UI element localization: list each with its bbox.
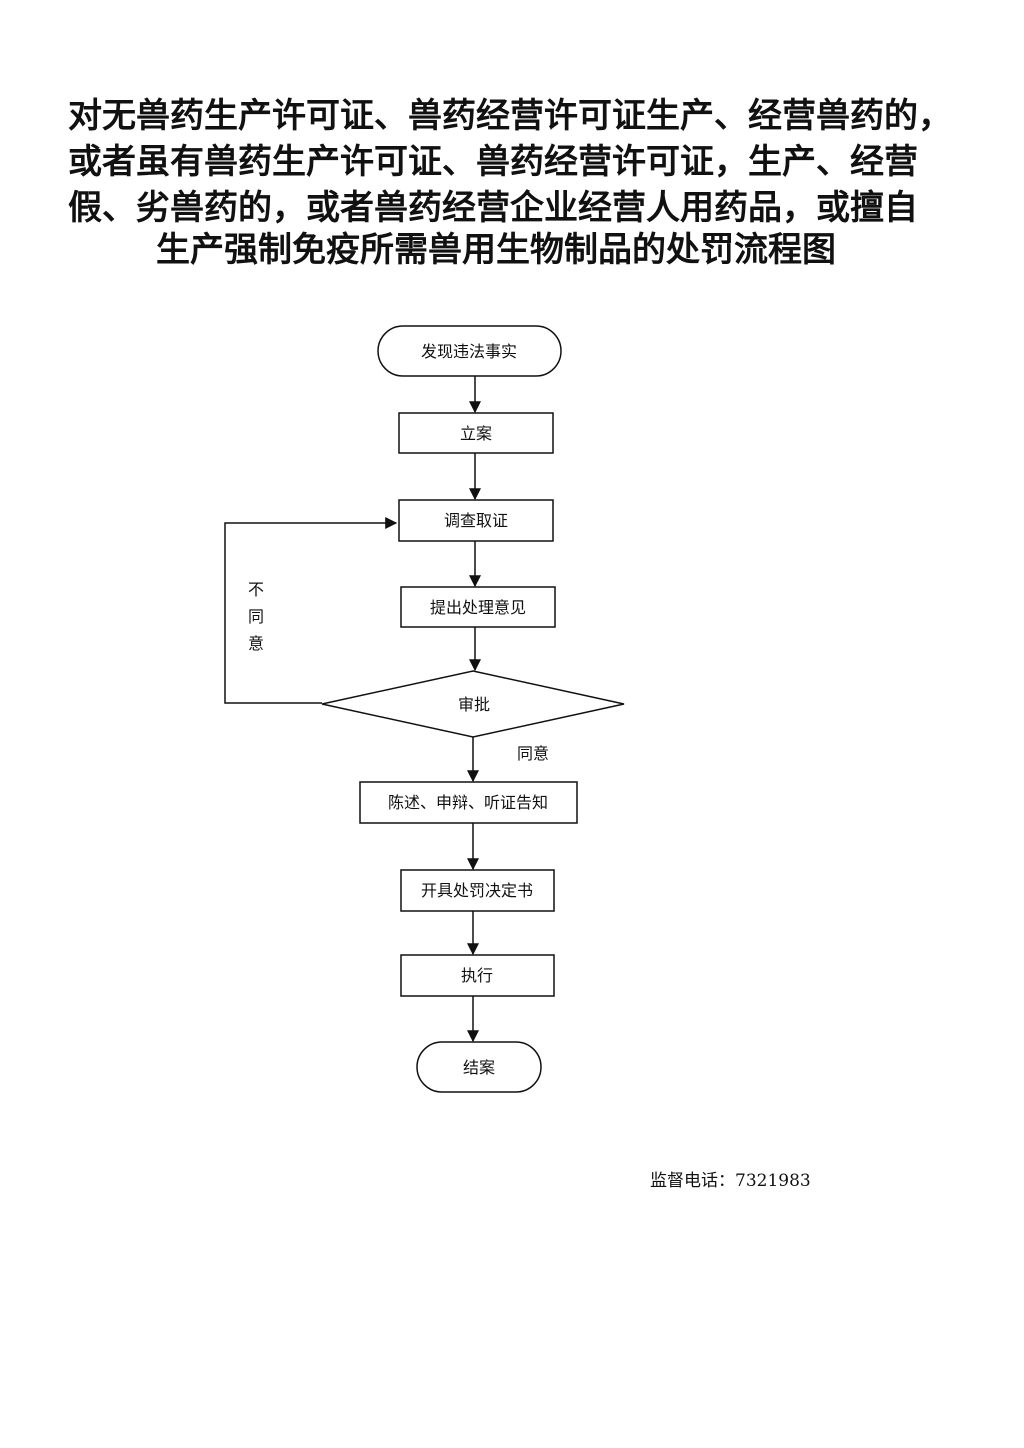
node-discover: 发现违法事实 bbox=[377, 325, 562, 377]
node-file-case-label: 立案 bbox=[460, 424, 492, 443]
node-execute-label: 执行 bbox=[461, 966, 493, 985]
node-opinion: 提出处理意见 bbox=[400, 586, 556, 628]
node-investigate: 调查取证 bbox=[398, 499, 554, 542]
edge-label-disagree-1: 不 bbox=[248, 580, 264, 599]
node-notify: 陈述、申辩、听证告知 bbox=[359, 781, 578, 824]
edge-label-disagree-2: 同 bbox=[248, 607, 264, 626]
edge-label-agree: 同意 bbox=[517, 744, 549, 763]
title-line-1: 对无兽药生产许可证、兽药经营许可证生产、经营兽药的， bbox=[68, 96, 952, 136]
node-approval-label: 审批 bbox=[458, 695, 490, 714]
title-line-4: 生产强制免疫所需兽用生物制品的处罚流程图 bbox=[156, 230, 836, 270]
node-approval: 审批 bbox=[321, 670, 625, 738]
node-file-case: 立案 bbox=[398, 412, 554, 454]
edge-approval-disagree-loop bbox=[224, 517, 398, 704]
node-execute: 执行 bbox=[400, 954, 555, 997]
node-opinion-label: 提出处理意见 bbox=[430, 598, 526, 617]
node-discover-label: 发现违法事实 bbox=[421, 342, 517, 361]
node-investigate-label: 调查取证 bbox=[444, 511, 508, 530]
node-decision-label: 开具处罚决定书 bbox=[421, 881, 533, 900]
node-decision: 开具处罚决定书 bbox=[400, 869, 555, 912]
edge-label-disagree-3: 意 bbox=[248, 634, 264, 653]
title-line-3: 假、劣兽药的，或者兽药经营企业经营人用药品，或擅自 bbox=[68, 188, 918, 228]
title-line-2: 或者虽有兽药生产许可证、兽药经营许可证，生产、经营 bbox=[68, 142, 918, 182]
node-notify-label: 陈述、申辩、听证告知 bbox=[388, 793, 548, 812]
supervision-hotline: 监督电话：7321983 bbox=[650, 1171, 811, 1191]
node-close: 结案 bbox=[416, 1041, 542, 1093]
node-close-label: 结案 bbox=[463, 1058, 495, 1077]
